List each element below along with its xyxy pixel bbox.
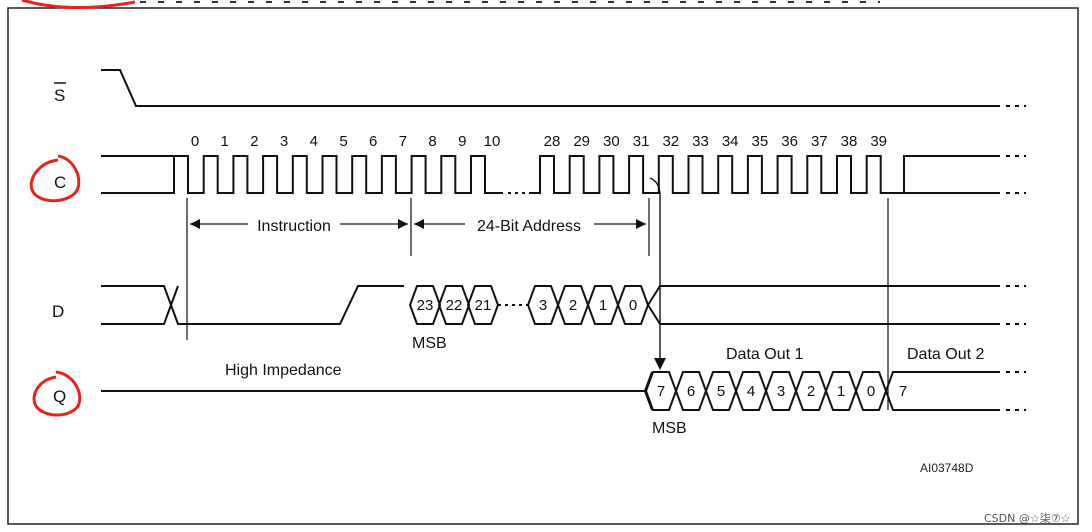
annotation-circle-c (29, 154, 81, 203)
clock-number: 7 (399, 133, 407, 150)
top-annotation-mark (21, 0, 136, 10)
signal-label-s: S (54, 86, 65, 105)
q-bit-cell: 1 (824, 371, 858, 411)
instruction-label: Instruction (257, 218, 331, 235)
svg-text:7: 7 (657, 383, 665, 400)
instruction-arrowhead-right (398, 219, 408, 229)
clock-number: 29 (573, 133, 590, 150)
clock-number: 37 (811, 133, 828, 150)
q-bit-cell: 6 (674, 371, 708, 411)
q-bit-cell: 2 (794, 371, 828, 411)
clock-number: 39 (870, 133, 887, 150)
address-arrowhead-right (636, 219, 646, 229)
q-bit-cell: 0 (854, 371, 888, 411)
clock-number: 31 (633, 133, 650, 150)
svg-text:3: 3 (777, 383, 785, 400)
q-waveform-tail (900, 371, 1000, 411)
svg-text:0: 0 (867, 383, 875, 400)
d-bit-cell: 2 (556, 285, 590, 325)
d-bit-cell: 0 (616, 285, 650, 325)
annotation-circle-q (32, 370, 82, 417)
clock-number: 34 (722, 133, 739, 150)
clock-number: 30 (603, 133, 620, 150)
d-bit-cell: 22 (437, 285, 471, 325)
clock-number: 4 (310, 133, 318, 150)
q-bit-cell: 7 (644, 371, 678, 411)
svg-text:5: 5 (717, 383, 725, 400)
svg-text:0: 0 (629, 297, 637, 314)
svg-text:2: 2 (807, 383, 815, 400)
clock-number: 8 (428, 133, 436, 150)
signal-label-d: D (52, 302, 64, 321)
signal-label-q: Q (53, 387, 66, 406)
svg-text:7: 7 (899, 383, 907, 400)
output-delay-arrow (649, 177, 661, 362)
clock-number: 6 (369, 133, 377, 150)
clock-number: 38 (841, 133, 858, 150)
clock-number: 5 (339, 133, 347, 150)
svg-text:23: 23 (417, 297, 434, 314)
clock-number: 35 (752, 133, 769, 150)
clock-number: 10 (484, 133, 501, 150)
svg-text:3: 3 (539, 297, 547, 314)
q-bit-cell: 4 (734, 371, 768, 411)
d-bit-cell: 23 (408, 285, 442, 325)
instruction-arrowhead-left (190, 219, 200, 229)
c-pulses-28-39 (530, 155, 1000, 194)
svg-text:1: 1 (599, 297, 607, 314)
q-msb-label: MSB (652, 420, 687, 437)
diagram-frame (7, 7, 1079, 525)
watermark: CSDN @☆柒⑦☆ (984, 512, 1071, 525)
d-waveform-low (101, 285, 179, 325)
clock-number: 9 (458, 133, 466, 150)
svg-text:6: 6 (687, 383, 695, 400)
signal-label-c: C (54, 173, 66, 192)
output-delay-arrowhead (654, 358, 666, 370)
clock-number: 32 (662, 133, 679, 150)
clock-number: 33 (692, 133, 709, 150)
s-waveform (101, 69, 1000, 107)
clock-number: 0 (191, 133, 199, 150)
clock-number: 36 (781, 133, 798, 150)
d-waveform-high (101, 285, 404, 325)
svg-text:4: 4 (747, 383, 755, 400)
d-bit-cell: 21 (466, 285, 500, 325)
clock-number: 28 (544, 133, 561, 150)
q-next-bit-cell: 7 (885, 371, 907, 411)
q-bit-cell: 3 (764, 371, 798, 411)
c-waveform (101, 155, 1026, 194)
q-data-bits: 7 6 5 4 3 2 1 0 7 (644, 371, 907, 411)
data-out-2-label: Data Out 2 (907, 346, 984, 363)
clock-number: 1 (221, 133, 229, 150)
clock-number: 3 (280, 133, 288, 150)
svg-text:22: 22 (446, 297, 463, 314)
high-impedance-label: High Impedance (225, 362, 342, 379)
address-label: 24-Bit Address (477, 218, 581, 235)
svg-text:2: 2 (569, 297, 577, 314)
svg-text:1: 1 (837, 383, 845, 400)
q-bit-cell: 5 (704, 371, 738, 411)
data-out-1-label: Data Out 1 (726, 346, 803, 363)
d-bit-cell: 1 (586, 285, 620, 325)
address-arrowhead-left (414, 219, 424, 229)
d-bit-cell: 3 (526, 285, 560, 325)
svg-text:21: 21 (475, 297, 492, 314)
c-pulses-0-10 (101, 155, 503, 194)
clock-number: 2 (250, 133, 258, 150)
d-tail-edge (647, 285, 661, 325)
figure-id: AI03748D (920, 461, 974, 475)
d-waveform-tail (660, 285, 1000, 325)
d-msb-label: MSB (412, 335, 447, 352)
